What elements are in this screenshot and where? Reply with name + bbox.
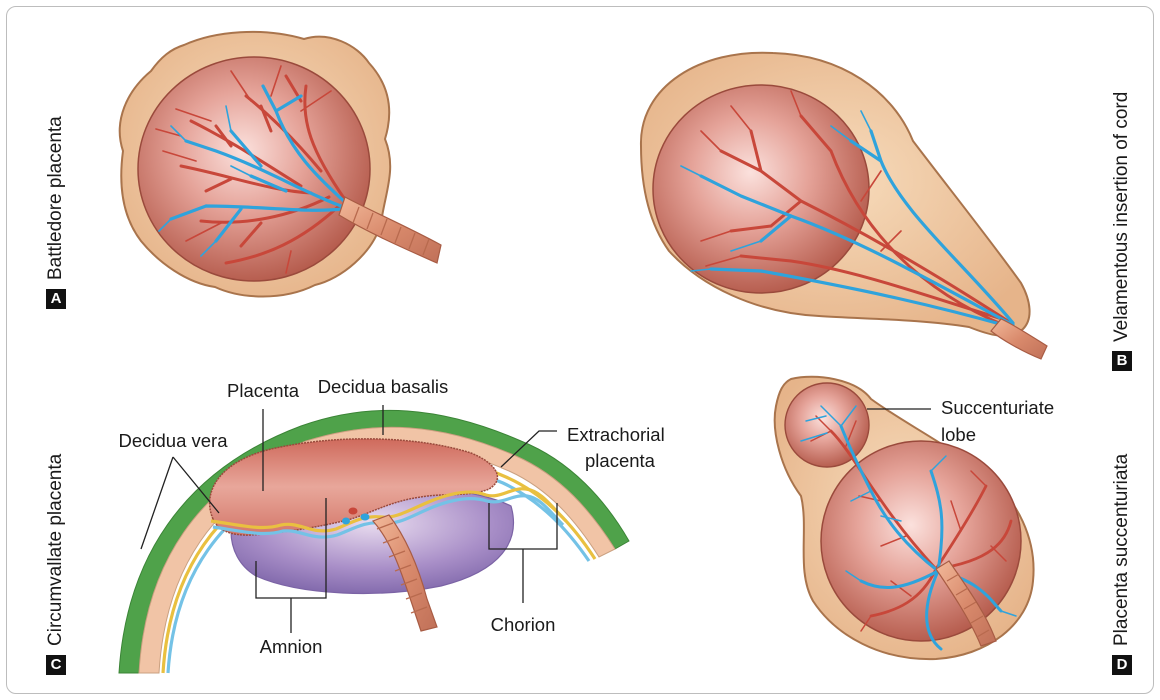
succenturiate-lobe (785, 383, 869, 467)
panel-a-battledore-drawing (120, 32, 441, 297)
panel-a-caption-text: Battledore placenta (45, 116, 67, 280)
label-amnion: Amnion (260, 636, 323, 657)
panel-b-velamentous-drawing (641, 53, 1047, 359)
placenta-disc (138, 57, 370, 281)
figure-frame: Placenta Decidua basalis Decidua vera Ex… (6, 6, 1154, 694)
panel-d-caption: D Placenta succenturiata (1111, 454, 1133, 675)
label-extrachorial-line2: placenta (585, 450, 656, 471)
label-chorion: Chorion (491, 614, 556, 635)
label-placenta: Placenta (227, 380, 300, 401)
panel-d-succenturiata-drawing (775, 377, 1034, 659)
panel-a-letter: A (46, 289, 66, 309)
placenta-disc (653, 85, 869, 293)
panel-b-letter: B (1112, 351, 1132, 371)
placenta-variants-illustration: Placenta Decidua basalis Decidua vera Ex… (7, 7, 1153, 693)
panel-b-caption-text: Velamentous insertion of cord (1111, 92, 1133, 342)
label-succenturiate-line1: Succenturiate (941, 397, 1054, 418)
panel-c-caption-text: Circumvallate placenta (45, 454, 67, 646)
label-succenturiate-line2: lobe (941, 424, 976, 445)
panel-c-caption: C Circumvallate placenta (45, 454, 67, 675)
placenta-disc (821, 441, 1021, 641)
label-decidua-basalis: Decidua basalis (318, 376, 449, 397)
panel-c-letter: C (46, 655, 66, 675)
panel-a-caption: A Battledore placenta (45, 116, 67, 309)
panel-b-caption: B Velamentous insertion of cord (1111, 92, 1133, 371)
label-extrachorial-line1: Extrachorial (567, 424, 665, 445)
label-decidua-vera: Decidua vera (118, 430, 228, 451)
panel-d-letter: D (1112, 655, 1132, 675)
panel-d-caption-text: Placenta succenturiata (1111, 454, 1133, 646)
